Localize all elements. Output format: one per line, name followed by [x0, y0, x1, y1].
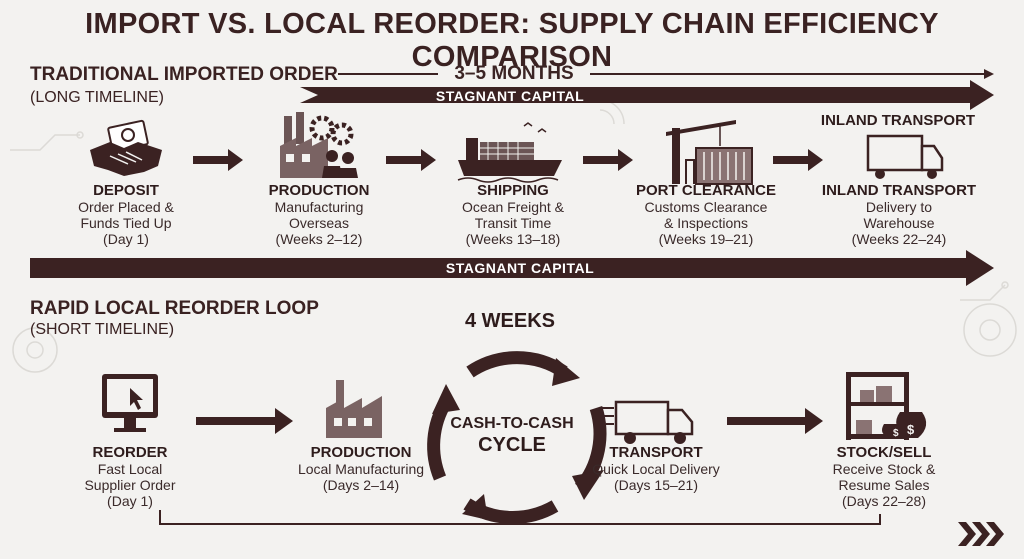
step-name: DEPOSIT: [93, 182, 159, 199]
step-desc-line: Quick Local Delivery: [592, 461, 720, 477]
local-step-stock-sell: STOCK/SELL Receive Stock & Resume Sales …: [799, 444, 969, 509]
step-desc-line: Supplier Order: [84, 477, 176, 493]
step-desc-line: Funds Tied Up: [80, 215, 172, 231]
local-factory-icon: [326, 380, 382, 438]
step-name: PRODUCTION: [310, 444, 412, 461]
step-desc-line: Order Placed &: [78, 199, 174, 215]
import-step-shipping: SHIPPING Ocean Freight & Transit Time (W…: [428, 182, 598, 247]
step-name: PORT CLEARANCE: [635, 182, 776, 199]
duration-arrowhead: [984, 69, 994, 79]
step-desc-line: (Days 2–14): [322, 477, 400, 493]
import-duration-label: 3–5 MONTHS: [454, 63, 574, 84]
step-desc-line: (Day 1): [107, 493, 153, 509]
truck-road-icon: [866, 134, 944, 179]
inland-transport-icon-label: INLAND TRANSPORT: [820, 112, 976, 129]
stock-shelf-moneybag-icon: $ $: [846, 372, 927, 440]
step-desc-line: Delivery to: [865, 199, 933, 215]
import-step-production: PRODUCTION Manufacturing Overseas (Weeks…: [234, 182, 404, 247]
import-section-subheading: (LONG TIMELINE): [30, 89, 164, 106]
step-name: INLAND TRANSPORT: [821, 182, 977, 199]
import-step-port-clearance: PORT CLEARANCE Customs Clearance & Inspe…: [621, 182, 791, 247]
step-name: PRODUCTION: [268, 182, 370, 199]
step-name: REORDER: [92, 444, 168, 461]
step-desc-line: Customs Clearance: [644, 199, 768, 215]
svg-text:$: $: [893, 428, 899, 439]
import-step-inland-transport: INLAND TRANSPORT Delivery to Warehouse (…: [814, 182, 984, 247]
step-desc-line: (Weeks 2–12): [275, 231, 363, 247]
step-name: STOCK/SELL: [836, 444, 932, 461]
local-step-reorder: REORDER Fast Local Supplier Order (Day 1…: [45, 444, 215, 509]
svg-text:$: $: [907, 422, 915, 437]
step-name: SHIPPING: [477, 182, 549, 199]
delivery-van-icon: [600, 400, 694, 444]
cycle-label-line1: CASH-TO-CASH: [450, 415, 574, 432]
chevron-right-icon: [958, 522, 1004, 546]
step-desc-line: Transit Time: [474, 215, 552, 231]
cargo-ship-icon: [457, 122, 562, 183]
step-desc-line: Receive Stock &: [832, 461, 936, 477]
step-desc-line: Manufacturing: [274, 199, 364, 215]
computer-cursor-icon: [102, 374, 158, 432]
stagnant-capital-bar-top: [300, 80, 994, 110]
import-step-deposit: DEPOSIT Order Placed & Funds Tied Up (Da…: [41, 182, 211, 247]
stagnant-capital-label-top: STAGNANT CAPITAL: [435, 88, 585, 104]
local-step-transport: TRANSPORT Quick Local Delivery (Days 15–…: [571, 444, 741, 493]
step-desc-line: (Weeks 22–24): [851, 231, 947, 247]
step-desc-line: (Days 22–28): [841, 493, 927, 509]
step-desc-line: & Inspections: [663, 215, 749, 231]
cash-cycle-arrowheads: [432, 358, 604, 520]
local-section-subheading: (SHORT TIMELINE): [30, 321, 175, 338]
step-desc-line: Overseas: [289, 215, 349, 231]
step-desc-line: (Weeks 13–18): [465, 231, 561, 247]
step-desc-line: (Days 15–21): [613, 477, 699, 493]
factory-workers-icon: [280, 112, 358, 178]
step-desc-line: (Day 1): [103, 231, 149, 247]
page-title: IMPORT VS. LOCAL REORDER: SUPPLY CHAIN E…: [85, 8, 939, 73]
stagnant-capital-label-bottom: STAGNANT CAPITAL: [445, 260, 595, 276]
step-desc-line: (Weeks 19–21): [658, 231, 754, 247]
step-name: TRANSPORT: [609, 444, 703, 461]
local-duration-label: 4 WEEKS: [464, 310, 556, 332]
cycle-label-line2: CYCLE: [478, 434, 546, 456]
step-desc-line: Warehouse: [863, 215, 935, 231]
step-desc-line: Resume Sales: [838, 477, 930, 493]
step-desc-line: Ocean Freight &: [462, 199, 564, 215]
import-flow-arrows: [193, 149, 823, 171]
local-step-production: PRODUCTION Local Manufacturing (Days 2–1…: [276, 444, 446, 493]
loop-return-bracket: [159, 510, 881, 525]
port-crane-icon: [666, 120, 753, 185]
local-flow-arrows: [196, 408, 823, 434]
import-section-heading: TRADITIONAL IMPORTED ORDER: [30, 64, 338, 85]
stagnant-capital-bar-bottom: [30, 250, 994, 286]
local-section-heading: RAPID LOCAL REORDER LOOP: [30, 298, 319, 319]
step-desc-line: Fast Local: [97, 461, 163, 477]
handshake-money-icon: [90, 119, 162, 176]
step-desc-line: Local Manufacturing: [297, 461, 425, 477]
